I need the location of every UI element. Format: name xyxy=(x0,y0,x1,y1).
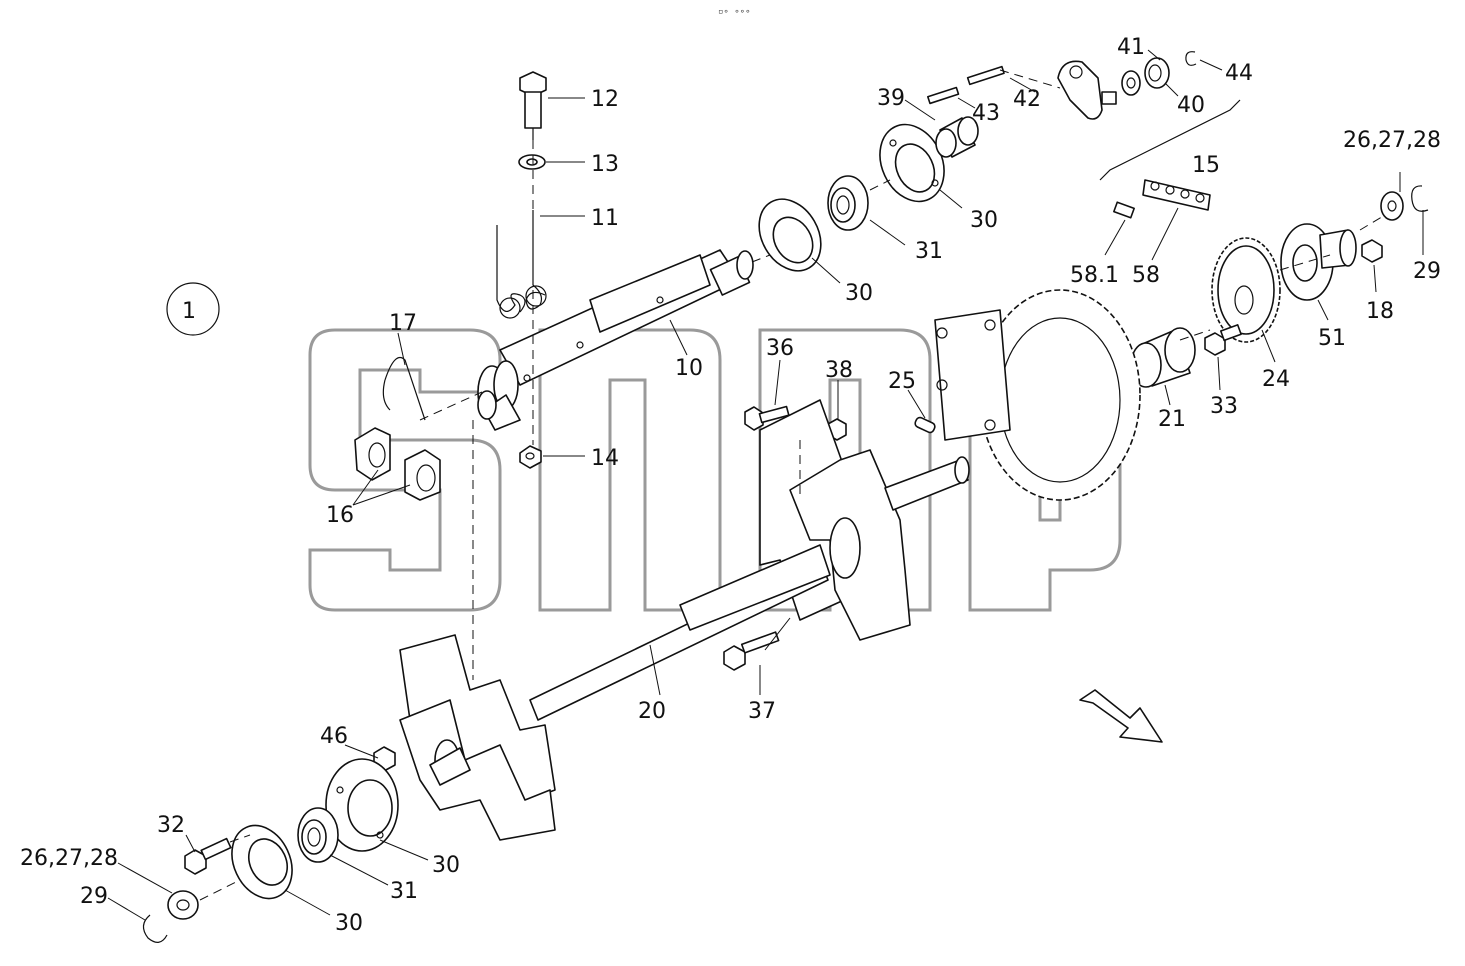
callout-30-upper-left: 30 xyxy=(845,281,873,306)
callout-30-lower-right: 30 xyxy=(432,853,460,878)
leader-lines xyxy=(107,49,1424,921)
part-pin-43 xyxy=(927,86,960,105)
part-ball-bearing-31b xyxy=(297,807,339,863)
part-pin-42 xyxy=(966,65,1005,86)
callout-31-upper: 31 xyxy=(915,239,943,264)
part-bearing-flange-30a xyxy=(758,198,822,272)
callout-26-27-28-right: 26,27,28 xyxy=(1343,128,1441,153)
callout-18: 18 xyxy=(1366,299,1394,324)
part-bolt-12 xyxy=(519,71,547,140)
direction-arrow-icon xyxy=(1079,689,1163,743)
callout-58: 58 xyxy=(1132,263,1160,288)
callout-51: 51 xyxy=(1318,326,1346,351)
part-clip-17 xyxy=(382,356,426,421)
part-washer-26-28-right xyxy=(1380,191,1404,221)
callout-40: 40 xyxy=(1177,93,1205,118)
callout-33: 33 xyxy=(1210,394,1238,419)
callout-17: 17 xyxy=(389,311,417,336)
callout-14: 14 xyxy=(591,446,619,471)
part-bolt-32 xyxy=(184,837,232,875)
part-chain-link-58-1 xyxy=(1113,201,1135,219)
callout-30-upper-right: 30 xyxy=(970,208,998,233)
part-drive-shaft xyxy=(884,456,970,511)
callout-24: 24 xyxy=(1262,367,1290,392)
group-bracket xyxy=(1099,99,1241,181)
callout-16: 16 xyxy=(326,503,354,528)
part-bearing-flange-30b xyxy=(879,123,945,203)
callout-46: 46 xyxy=(320,724,348,749)
part-spring-11 xyxy=(496,210,547,319)
part-bushing-39 xyxy=(935,116,979,158)
callout-20: 20 xyxy=(638,699,666,724)
callout-labels: 12 13 11 17 16 10 14 39 43 42 41 40 44 3… xyxy=(20,35,1441,936)
callout-43: 43 xyxy=(972,101,1000,126)
watermark-letter-1 xyxy=(308,328,502,612)
part-bearing-flange-30d xyxy=(231,824,293,900)
callout-36: 36 xyxy=(766,336,794,361)
part-half-bearing-16a xyxy=(354,427,391,481)
watermark-letter-2 xyxy=(538,328,722,612)
callout-44: 44 xyxy=(1225,61,1253,86)
part-half-bearing-16b xyxy=(404,449,441,501)
part-rotor-plate-left-b xyxy=(399,699,556,841)
part-bushing-21 xyxy=(1130,327,1196,388)
callout-30-lower-left: 30 xyxy=(335,911,363,936)
callout-42: 42 xyxy=(1013,87,1041,112)
figure-number: 1 xyxy=(182,299,196,324)
callout-15: 15 xyxy=(1192,153,1220,178)
callout-13: 13 xyxy=(591,152,619,177)
part-bolt-33 xyxy=(1204,324,1242,356)
callout-39: 39 xyxy=(877,86,905,111)
watermark-letter-3 xyxy=(758,328,932,612)
part-washer-26-28-left xyxy=(167,890,199,920)
part-snap-ring-44 xyxy=(1185,51,1197,66)
callout-41: 41 xyxy=(1117,35,1145,60)
callout-38: 38 xyxy=(825,358,853,383)
part-sprocket-24 xyxy=(1211,237,1281,343)
header-mark: ▫∘ ∘∘∘ xyxy=(718,7,751,17)
callout-31-lower: 31 xyxy=(390,879,418,904)
figure-number-badge: 1 xyxy=(166,282,220,336)
callout-32: 32 xyxy=(157,813,185,838)
callout-29-right: 29 xyxy=(1413,259,1441,284)
part-bolt-36 xyxy=(744,405,790,431)
part-washer-41 xyxy=(1121,70,1141,96)
assembly-lines xyxy=(199,69,1386,901)
part-rotor-plate-right-b xyxy=(789,449,911,641)
part-nut-18 xyxy=(1361,239,1383,263)
figure-number-circle xyxy=(166,282,220,336)
part-circlip-29-right xyxy=(1411,185,1429,212)
callout-58-1: 58.1 xyxy=(1070,263,1119,288)
part-lever xyxy=(1057,60,1117,120)
part-washer-13 xyxy=(518,154,546,170)
callout-10: 10 xyxy=(675,356,703,381)
callout-12: 12 xyxy=(591,87,619,112)
callout-37: 37 xyxy=(748,699,776,724)
part-housing xyxy=(934,289,1141,501)
part-chain-58 xyxy=(1142,179,1211,211)
part-key-25 xyxy=(914,416,936,434)
callout-26-27-28-left: 26,27,28 xyxy=(20,846,118,871)
callout-11: 11 xyxy=(591,206,619,231)
part-circlip-29-left xyxy=(142,914,168,943)
part-shaft-10 xyxy=(477,249,754,431)
part-ball-bearing-31a xyxy=(827,175,869,231)
part-nut-14 xyxy=(519,445,542,469)
part-bolt-37 xyxy=(723,631,780,671)
callout-21: 21 xyxy=(1158,407,1186,432)
callout-29-left: 29 xyxy=(80,884,108,909)
part-main-shaft-20 xyxy=(529,544,831,721)
callout-25: 25 xyxy=(888,369,916,394)
part-hub-51 xyxy=(1280,223,1357,301)
part-bearing-flange-30c xyxy=(325,758,399,852)
